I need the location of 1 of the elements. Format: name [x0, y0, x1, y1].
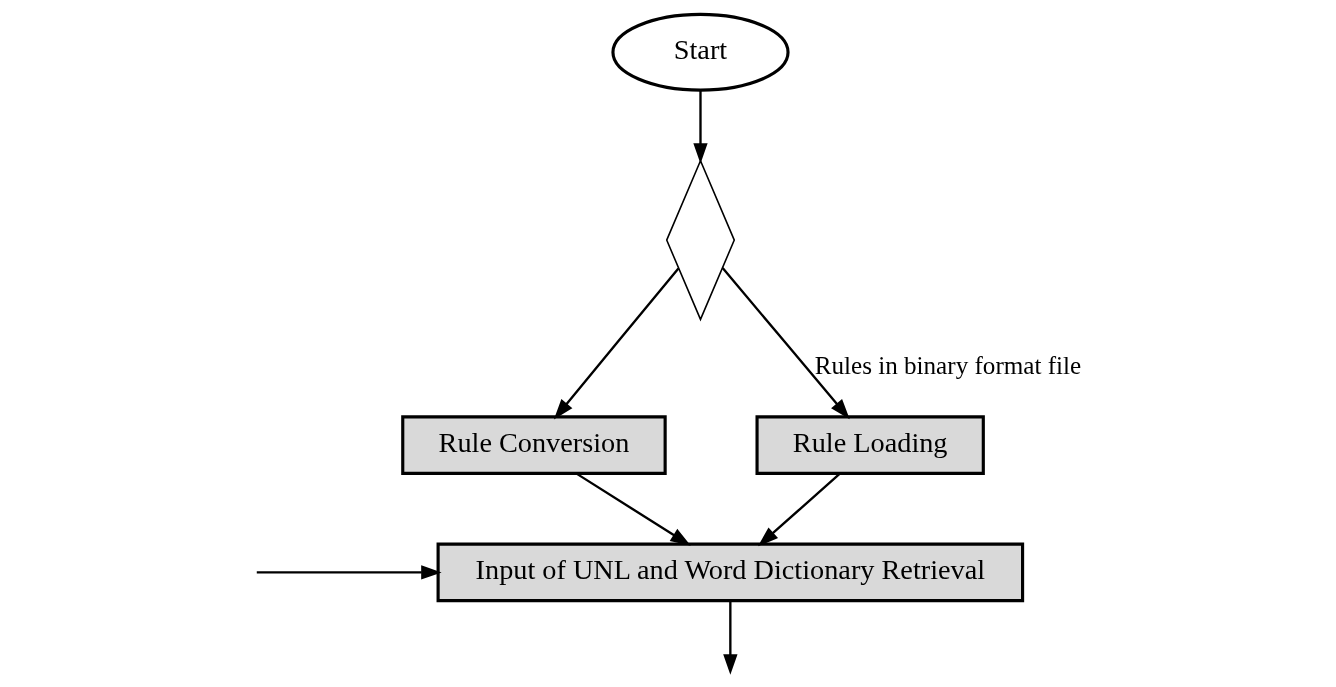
edge-label: Rules in binary format file: [814, 352, 1082, 380]
